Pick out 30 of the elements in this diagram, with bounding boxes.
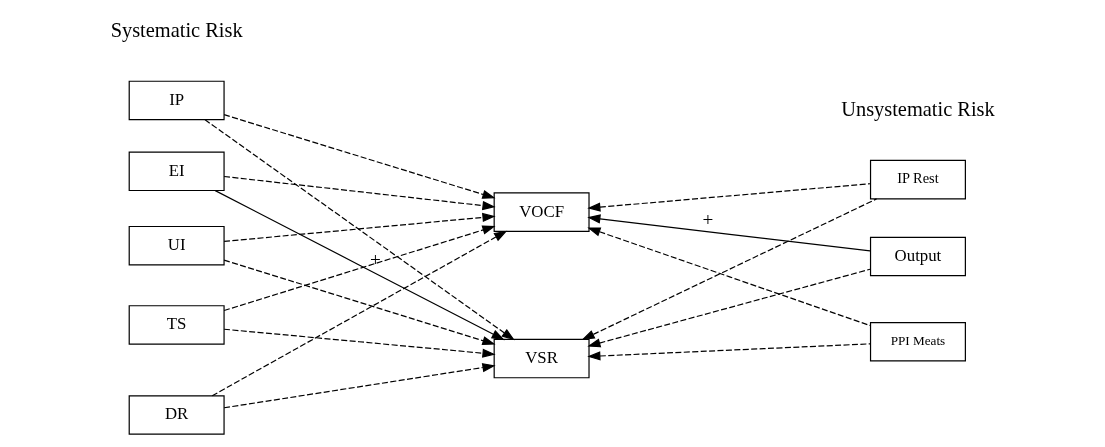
node-box: EI xyxy=(128,151,225,192)
arrow xyxy=(223,212,496,242)
arrow xyxy=(223,175,496,211)
node-box: Output xyxy=(869,236,966,277)
edge-label: + xyxy=(701,209,713,231)
label: Systematic Risk xyxy=(110,18,243,41)
label: Unsystematic Risk xyxy=(840,98,995,121)
arrow xyxy=(586,343,871,361)
node-box: IP xyxy=(128,80,225,121)
edge-label: + xyxy=(369,248,381,270)
arrow xyxy=(586,183,871,212)
node-box: VSR xyxy=(493,338,590,379)
arrow xyxy=(223,259,496,346)
arrow xyxy=(223,225,496,312)
arrow xyxy=(581,198,877,341)
arrow xyxy=(214,190,505,341)
node-box: IP Rest xyxy=(869,159,966,200)
arrow xyxy=(211,230,507,397)
arrow xyxy=(223,328,496,358)
arrow xyxy=(586,268,871,348)
arrow xyxy=(223,114,496,199)
node-box: UI xyxy=(128,225,225,266)
arrow xyxy=(586,227,871,327)
node-box: VOCF xyxy=(493,192,590,232)
node-box: TS xyxy=(128,305,225,345)
node-box: DR xyxy=(128,395,225,435)
arrow xyxy=(204,119,515,341)
arrow xyxy=(586,214,871,252)
arrow xyxy=(223,363,496,409)
node-box: PPI Meats xyxy=(869,321,966,362)
